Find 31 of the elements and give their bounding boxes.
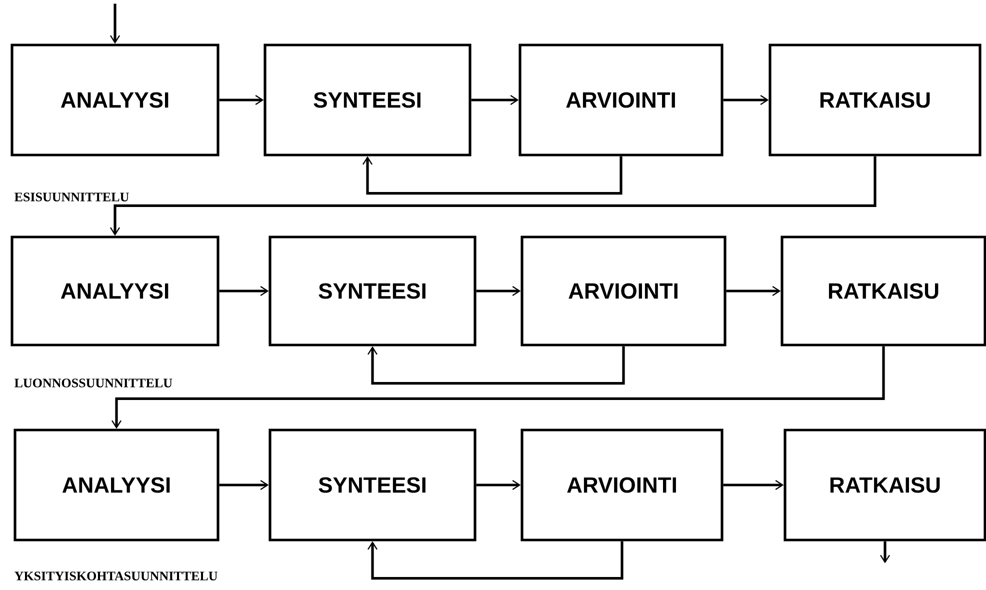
arrow: [726, 286, 781, 296]
phase-label: LUONNOSSUUNNITTELU: [14, 378, 172, 388]
process-box: ARVIOINTI: [520, 236, 726, 346]
process-box: ARVIOINTI: [518, 44, 724, 156]
process-box: RATKAISU: [784, 428, 986, 542]
process-box: SYNTEESI: [268, 236, 476, 346]
process-box: SYNTEESI: [264, 44, 472, 156]
process-box: ARVIOINTI: [520, 428, 724, 542]
arrow: [476, 286, 521, 296]
arrow: [368, 346, 625, 385]
arrow: [723, 94, 769, 105]
arrow: [110, 156, 876, 236]
arrow: [471, 95, 519, 105]
process-box: RATKAISU: [768, 44, 982, 156]
arrow: [219, 95, 264, 105]
arrow: [368, 541, 624, 580]
process-box: RATKAISU: [780, 236, 986, 346]
arrow: [723, 480, 784, 490]
arrow: [880, 541, 890, 564]
arrow: [112, 346, 885, 429]
arrow: [110, 35, 120, 44]
process-box: ANALYYSI: [10, 44, 220, 156]
process-box: SYNTEESI: [268, 428, 476, 542]
arrow: [476, 480, 521, 490]
phase-label: YKSITYISKOHTASUUNNITTELU: [14, 572, 218, 580]
process-box: ANALYYSI: [14, 428, 220, 542]
arrow: [362, 156, 622, 195]
phase-label: ESISUUNNITTELU: [14, 192, 129, 202]
arrow: [219, 286, 269, 296]
arrow: [219, 480, 269, 490]
process-box: ANALYYSI: [10, 236, 220, 346]
